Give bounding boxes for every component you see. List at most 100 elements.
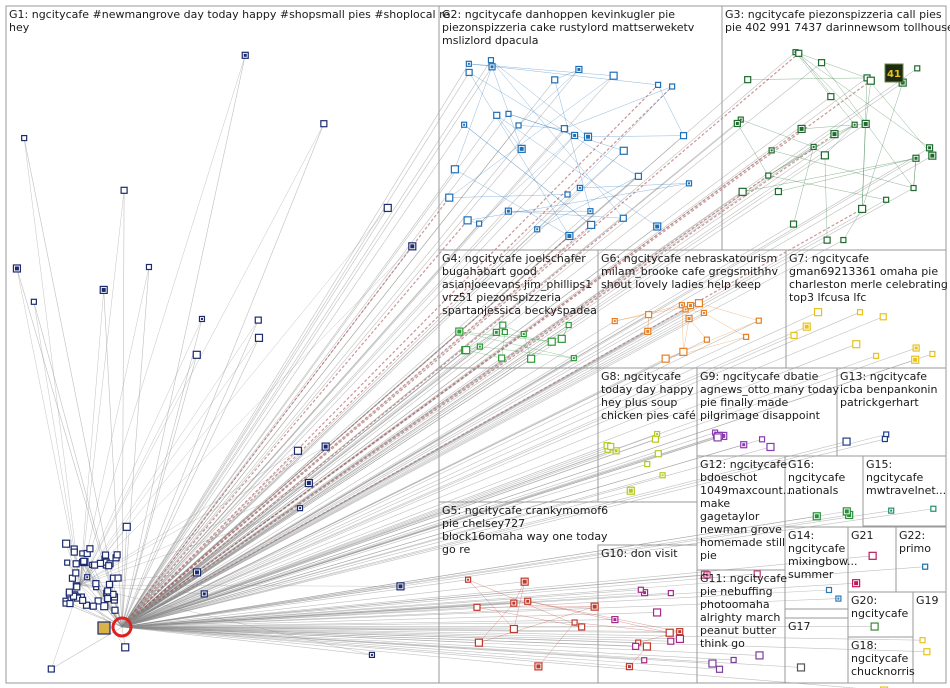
edge: [121, 598, 839, 628]
edge: [798, 53, 855, 125]
edge: [865, 80, 872, 124]
node-square: [254, 316, 262, 324]
node-square: [565, 321, 572, 329]
node-square: [560, 125, 568, 133]
node-avatar: [567, 234, 572, 239]
edge: [121, 158, 917, 628]
edge: [121, 246, 413, 628]
group-label-line: G13: ngcitycafe: [840, 370, 927, 383]
node-square: [738, 187, 747, 196]
node-avatar: [913, 357, 918, 362]
edge: [681, 305, 684, 352]
node-square: [64, 559, 71, 566]
node-square: [858, 204, 867, 214]
node-g4: [547, 337, 556, 346]
group-label-line: G17: [788, 620, 811, 633]
node-avatar: [536, 664, 541, 669]
node-square: [474, 638, 484, 647]
group-label-line: milam_brooke cafe gregsmithhv: [601, 265, 778, 278]
edge: [33, 301, 81, 586]
node-g5: [590, 602, 599, 611]
node-g5: [642, 642, 652, 651]
node-square: [665, 628, 674, 637]
node-square: [790, 331, 798, 339]
node-g2: [609, 71, 618, 80]
group-label-line: G19: [916, 594, 939, 607]
edge: [121, 336, 747, 628]
group-label-line: pie chelsey727: [442, 517, 525, 530]
group-label-line: ngcitycafe: [866, 471, 924, 484]
edge: [795, 51, 868, 79]
node-g3: [744, 76, 752, 84]
edge: [614, 305, 691, 322]
edge: [843, 208, 863, 241]
edge: [121, 510, 892, 628]
node-square: [825, 586, 833, 594]
g3-feature-node-number: 41: [887, 69, 901, 80]
node-g7: [813, 308, 823, 317]
group-label-line: gagetaylor: [700, 510, 760, 523]
node-g8: [607, 442, 615, 451]
node-g21: [868, 551, 877, 560]
node-square: [703, 336, 710, 343]
node-avatar: [655, 224, 660, 229]
edge: [824, 155, 828, 241]
node-g5: [665, 628, 674, 637]
edge: [16, 268, 81, 586]
edge: [121, 123, 738, 628]
node-avatar: [526, 599, 530, 603]
node-g3: [810, 143, 817, 151]
node-g5: [676, 628, 684, 636]
node-g6: [644, 327, 652, 335]
node-square: [679, 132, 688, 140]
node-square: [642, 642, 652, 651]
node-avatar: [702, 311, 705, 314]
node-g13: [842, 437, 851, 446]
edge: [121, 358, 532, 628]
g3-feature-node[interactable]: 41: [884, 63, 904, 83]
node-avatar: [614, 449, 618, 453]
cluster-node: [104, 594, 112, 603]
node-avatar: [804, 324, 809, 329]
edge: [478, 606, 595, 643]
edge: [454, 66, 493, 170]
node-avatar: [812, 145, 815, 148]
node-square: [817, 59, 826, 67]
group-label-line: icba benpankonin: [840, 383, 937, 396]
group-label-line: G11: ngcitycafe: [700, 572, 787, 585]
node-g21: [852, 579, 861, 588]
node-g2: [515, 122, 522, 129]
hub-node[interactable]: [111, 616, 133, 638]
node-g13: [881, 435, 888, 443]
node-g2: [619, 146, 628, 155]
edge: [121, 319, 259, 628]
edge: [121, 333, 524, 628]
cluster-node: [111, 606, 119, 614]
node-square: [713, 433, 722, 442]
node-square: [100, 602, 109, 611]
edge: [121, 128, 802, 628]
node-g2: [476, 220, 483, 227]
node-g3: [840, 236, 847, 244]
node-avatar: [844, 509, 849, 514]
edge: [79, 584, 126, 648]
edge: [121, 72, 470, 628]
edge: [449, 75, 614, 198]
node-g2: [463, 216, 472, 225]
group-label-line: homemade still: [700, 536, 785, 549]
node-g1: [321, 442, 330, 451]
node-avatar: [627, 665, 631, 669]
edge: [459, 331, 574, 359]
edge: [121, 84, 659, 628]
node-avatar: [467, 62, 470, 65]
edge: [121, 438, 885, 628]
edge: [121, 304, 683, 628]
node-g2: [450, 165, 459, 174]
cluster-avatar-node: [97, 621, 111, 635]
node-g3: [765, 172, 772, 179]
node-avatar: [506, 209, 510, 213]
cluster-node: [105, 580, 114, 589]
